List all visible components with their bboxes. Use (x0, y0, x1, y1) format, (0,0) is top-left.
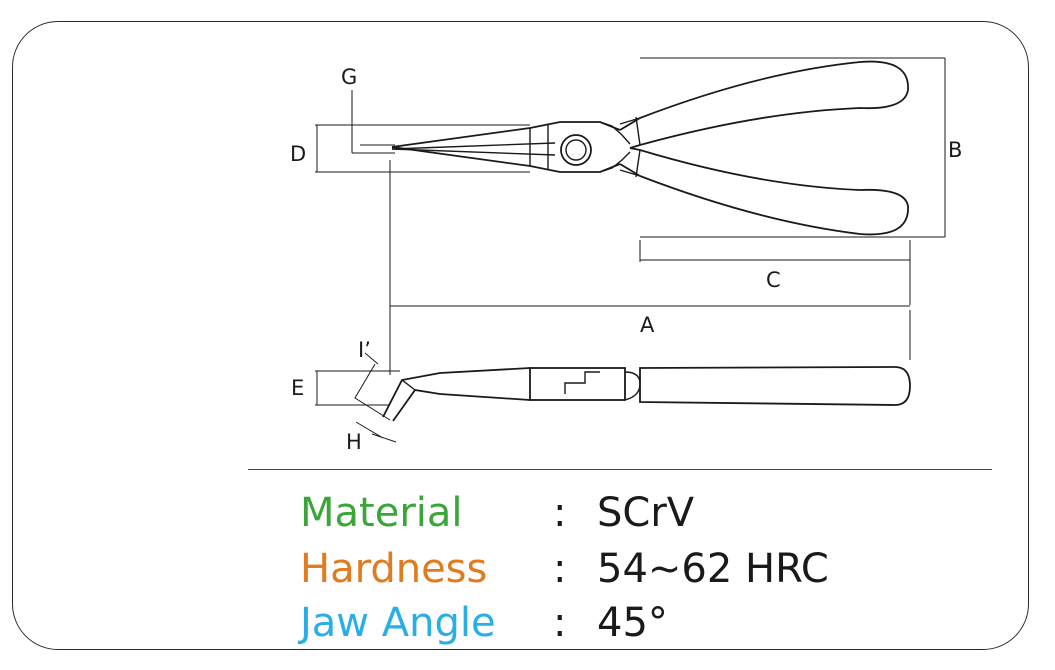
spec-colon: : (553, 490, 567, 536)
spec-colon: : (553, 600, 567, 646)
divider-line (248, 469, 992, 471)
dim-label-d: D (290, 142, 306, 166)
spec-card (12, 21, 1029, 650)
pliers-side-view (382, 366, 911, 422)
dim-label-i: I’ (358, 338, 371, 362)
dim-label-c: C (766, 268, 781, 292)
pliers-top-view (391, 60, 909, 236)
spec-label-jaw-angle: Jaw Angle (300, 600, 496, 646)
spec-label-material: Material (300, 490, 463, 536)
dim-label-h: H (346, 430, 362, 454)
spec-value-jaw-angle: 45° (597, 600, 668, 646)
dimension-lines (315, 57, 946, 443)
dim-label-e: E (291, 376, 304, 400)
dim-label-a: A (640, 313, 655, 337)
spec-colon: : (553, 546, 567, 592)
spec-value-hardness: 54~62 HRC (597, 546, 829, 592)
dim-label-g: G (341, 65, 357, 89)
dim-label-b: B (948, 138, 962, 162)
spec-label-hardness: Hardness (300, 546, 488, 592)
spec-value-material: SCrV (597, 490, 695, 536)
